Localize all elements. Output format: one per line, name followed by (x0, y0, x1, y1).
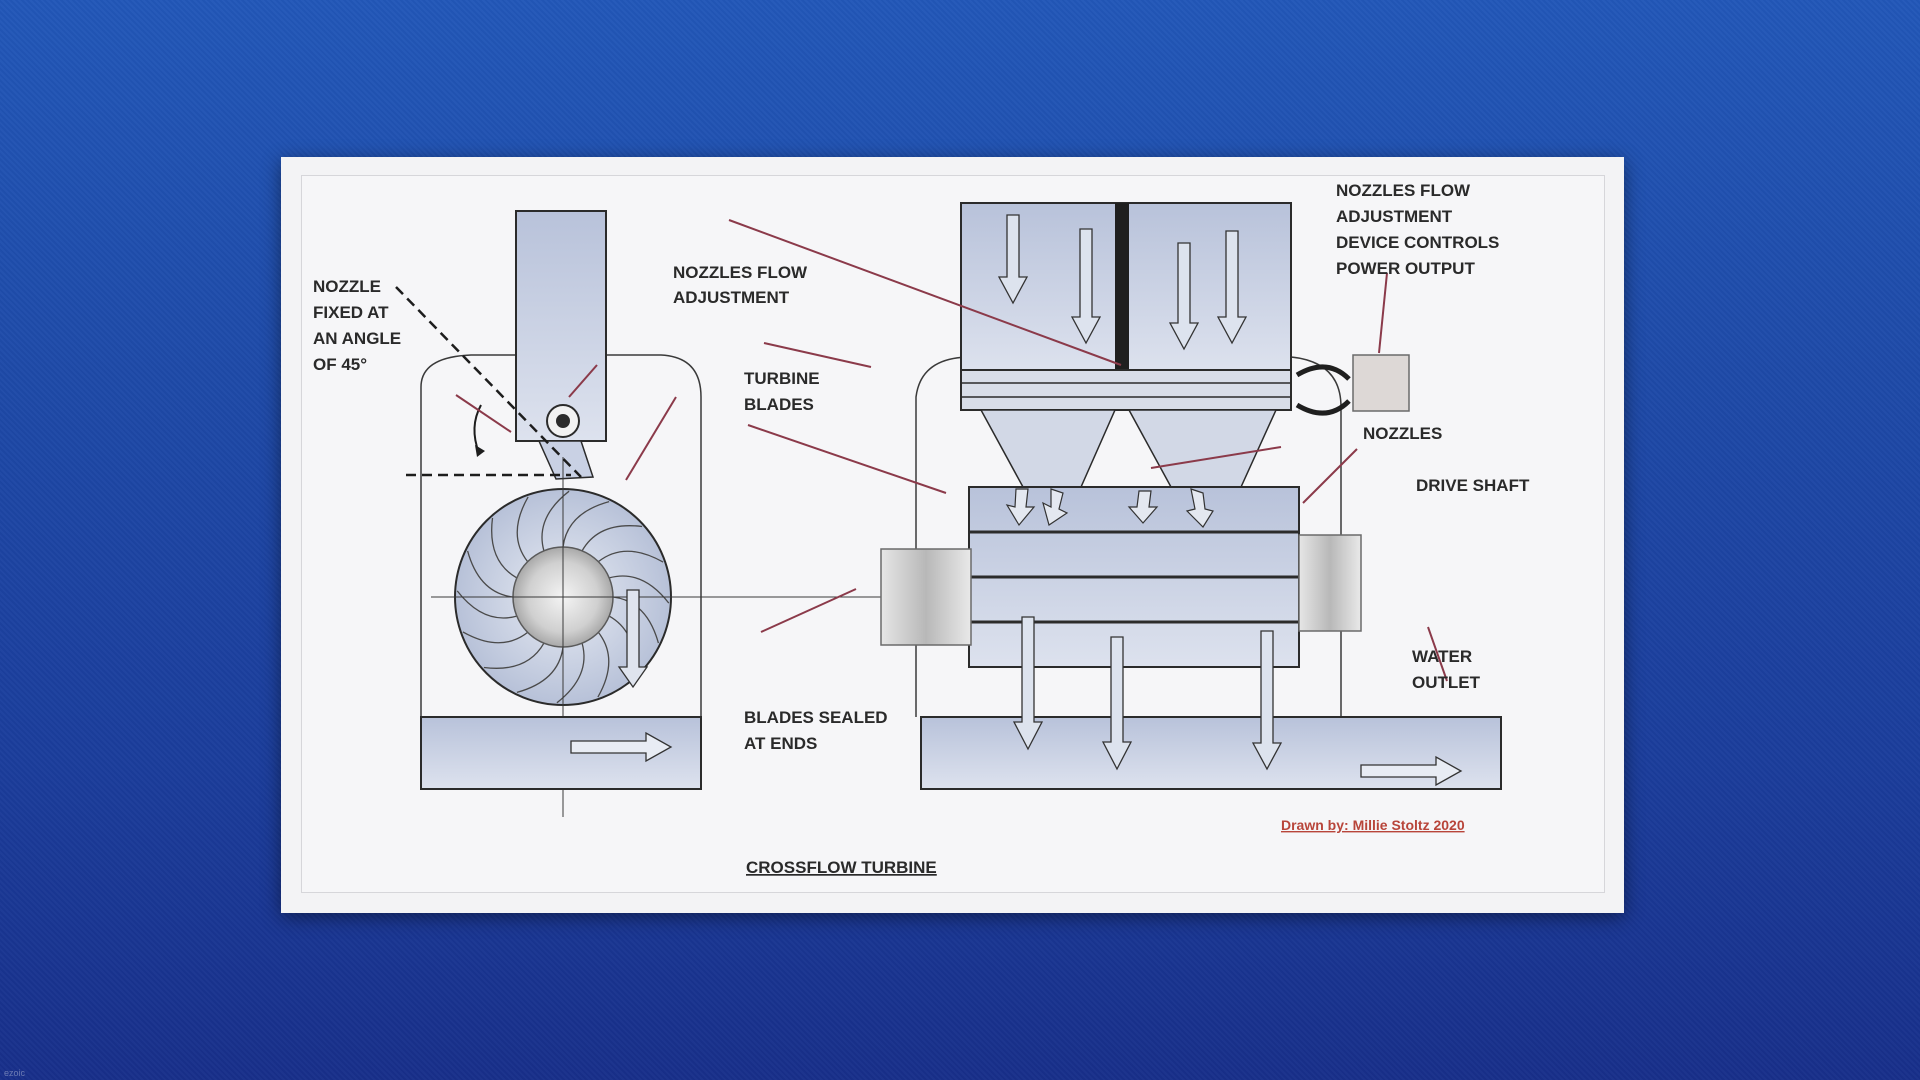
flow-arrow-right-side (570, 731, 673, 763)
front-view (880, 202, 1502, 790)
runner-blade (598, 550, 664, 563)
crossflow-turbine-diagram: NOZZLE FIXED AT AN ANGLE OF 45° NOZZLES … (313, 181, 1530, 877)
label-water-outlet: WATER OUTLET (1412, 647, 1481, 692)
front-outlet-channel (920, 716, 1502, 790)
flow-arrow-down-side (617, 589, 649, 689)
diagram-title: CROSSFLOW TURBINE (746, 858, 937, 877)
runner-blade (516, 496, 529, 562)
tank-divider (1115, 203, 1129, 403)
runner-blade (581, 525, 643, 552)
svg-text:OF 45°: OF 45° (313, 355, 367, 374)
runner-blade (562, 500, 610, 548)
runner-blade (466, 550, 514, 598)
watermark-text: ezoic (4, 1068, 26, 1078)
svg-text:OUTLET: OUTLET (1412, 673, 1481, 692)
runner-blade (483, 642, 545, 669)
svg-text:FIXED AT: FIXED AT (313, 303, 389, 322)
label-drive-shaft: DRIVE SHAFT (1416, 476, 1530, 495)
svg-text:AT ENDS: AT ENDS (744, 734, 817, 753)
flow-adjustment-bar (960, 369, 1292, 411)
nozzle-funnel-left (979, 409, 1117, 488)
runner-blade (597, 632, 610, 698)
label-nozzle-angle: NOZZLE FIXED AT AN ANGLE OF 45° (313, 277, 401, 374)
flow-arrow-right-front (1360, 755, 1463, 787)
leader-lines (455, 219, 1448, 682)
side-view (395, 210, 1231, 817)
svg-text:BLADES: BLADES (744, 395, 814, 414)
svg-text:ADJUSTMENT: ADJUSTMENT (673, 288, 790, 307)
label-blades-sealed: BLADES SEALED AT ENDS (744, 708, 888, 753)
control-device-box (1352, 354, 1410, 412)
runner-blade (612, 596, 660, 644)
svg-text:AN ANGLE: AN ANGLE (313, 329, 401, 348)
control-linkage (1295, 364, 1351, 416)
tank-flow-arrows (997, 214, 1248, 351)
label-nozzles: NOZZLES (1363, 424, 1442, 443)
runner-blade (516, 646, 564, 694)
runner-blade (491, 517, 518, 579)
angle-dashed-line (395, 286, 582, 478)
svg-text:ADJUSTMENT: ADJUSTMENT (1336, 207, 1453, 226)
diagram-slide: NOZZLE FIXED AT AN ANGLE OF 45° NOZZLES … (281, 157, 1624, 913)
label-nozzles-flow-adjustment: NOZZLES FLOW ADJUSTMENT (673, 263, 808, 307)
svg-text:NOZZLES FLOW: NOZZLES FLOW (1336, 181, 1471, 200)
inlet-pipe (515, 210, 607, 442)
drive-shaft-left (880, 548, 972, 646)
svg-text:NOZZLES FLOW: NOZZLES FLOW (673, 263, 808, 282)
svg-text:NOZZLE: NOZZLE (313, 277, 381, 296)
svg-text:TURBINE: TURBINE (744, 369, 820, 388)
svg-text:DEVICE CONTROLS: DEVICE CONTROLS (1336, 233, 1499, 252)
drive-shaft-right (1298, 534, 1362, 632)
label-device-controls: NOZZLES FLOW ADJUSTMENT DEVICE CONTROLS … (1336, 181, 1499, 278)
label-turbine-blades: TURBINE BLADES (744, 369, 820, 414)
runner-blade (462, 631, 528, 644)
drawing-credit: Drawn by: Millie Stoltz 2020 (1281, 817, 1465, 833)
inflow-arrows (1005, 488, 1214, 528)
pivot-dot (556, 414, 570, 428)
svg-text:WATER: WATER (1412, 647, 1472, 666)
outflow-arrows (1012, 616, 1283, 771)
nozzle-funnel-right (1127, 409, 1278, 488)
angle-arc-arrow (475, 445, 485, 457)
svg-text:BLADES SEALED: BLADES SEALED (744, 708, 888, 727)
svg-text:POWER OUTPUT: POWER OUTPUT (1336, 259, 1475, 278)
